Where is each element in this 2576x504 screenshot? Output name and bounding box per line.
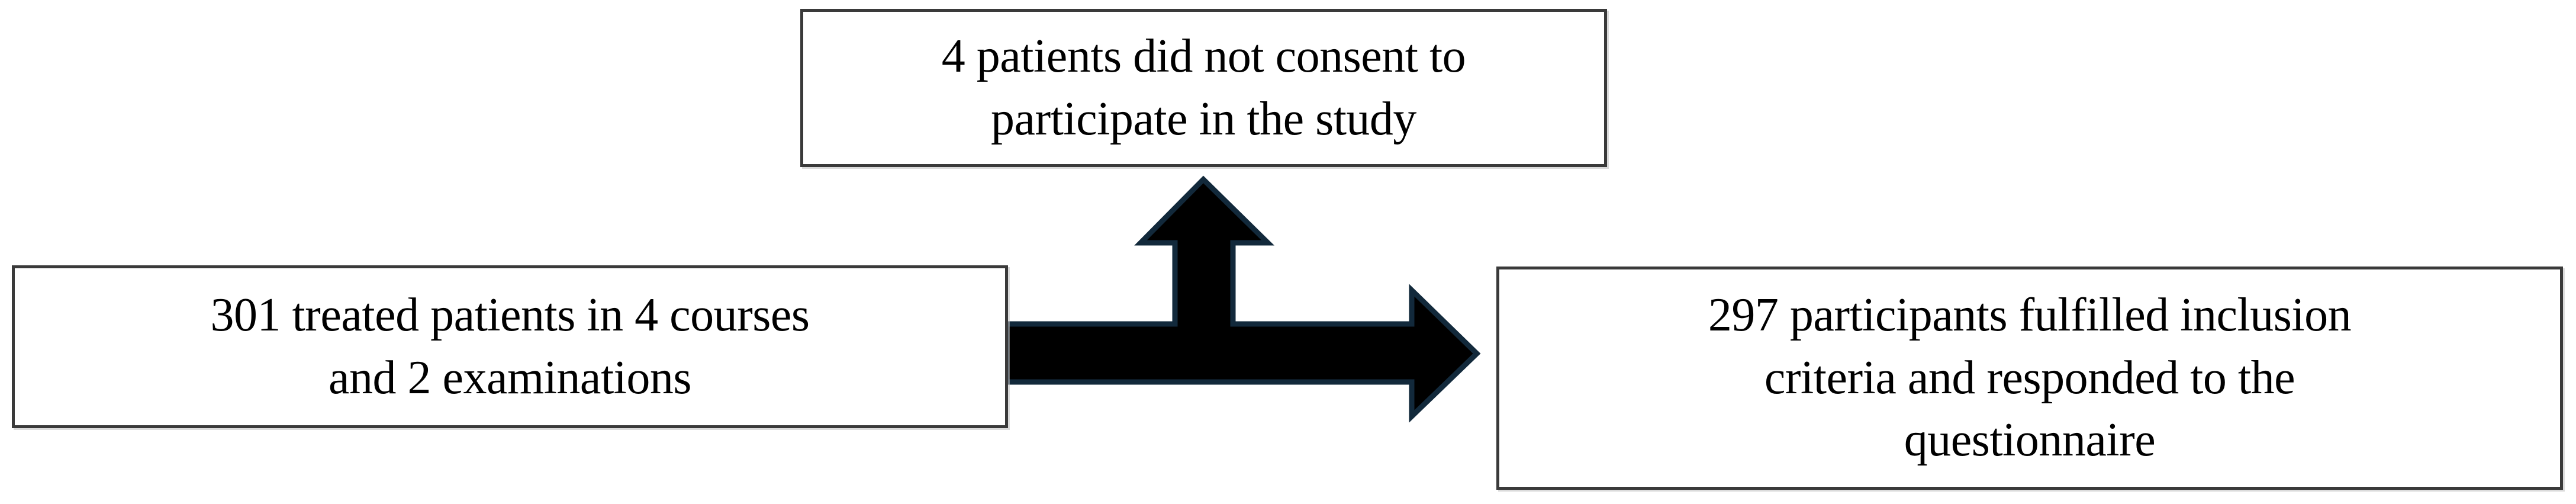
included-participants-box: 297 participants fulfilled inclusion cri… (1496, 267, 2563, 490)
excluded-patients-text: 4 patients did not consent to participat… (941, 30, 1466, 145)
included-participants-text: 297 participants fulfilled inclusion cri… (1708, 289, 2352, 467)
treated-patients-box: 301 treated patients in 4 courses and 2 … (12, 265, 1008, 428)
treated-patients-text: 301 treated patients in 4 courses and 2 … (210, 288, 810, 404)
arrow-shape (1003, 175, 1481, 423)
excluded-patients-box: 4 patients did not consent to participat… (800, 9, 1607, 167)
